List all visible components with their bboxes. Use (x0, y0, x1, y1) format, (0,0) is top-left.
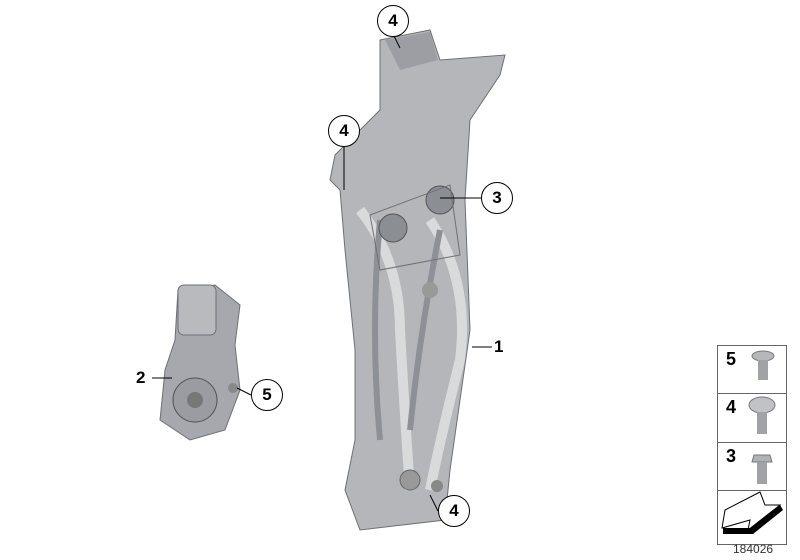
legend-item-3: 3 (718, 443, 786, 491)
window-regulator-illustration (329, 29, 506, 531)
callout-3[interactable]: 3 (481, 182, 513, 214)
legend-label: 4 (726, 397, 737, 417)
legend-label: 3 (726, 446, 737, 466)
screw-legend: 5 4 3 (717, 345, 787, 545)
legend-icons (721, 350, 783, 534)
callout-4-bottom[interactable]: 4 (438, 495, 470, 527)
legend-item-4: 4 (718, 394, 786, 443)
callout-2[interactable]: 2 (136, 368, 146, 387)
callout-4-top[interactable]: 4 (377, 5, 409, 37)
legend-item-5: 5 (718, 346, 786, 394)
motor-illustration (159, 284, 241, 441)
callout-5[interactable]: 5 (251, 379, 283, 411)
leader-lines (152, 35, 492, 512)
legend-label: 5 (726, 349, 737, 369)
callout-4-upper[interactable]: 4 (328, 115, 360, 147)
direction-arrow-icon (718, 491, 786, 544)
callout-1[interactable]: 1 (494, 337, 504, 356)
diagram-number: 184026 (733, 542, 774, 556)
